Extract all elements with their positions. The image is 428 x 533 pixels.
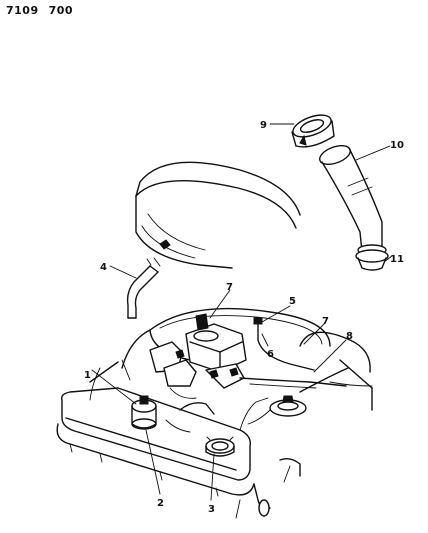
callout-1: 1 bbox=[84, 370, 91, 381]
oil-filler-cap-part-9 bbox=[291, 114, 335, 148]
valve-cover bbox=[56, 387, 271, 517]
callout-4: 4 bbox=[100, 262, 107, 273]
oil-filler-cap-part-3 bbox=[205, 436, 235, 457]
callout-10: 10 bbox=[390, 140, 404, 151]
air-cleaner-housing bbox=[135, 161, 301, 269]
callout-labels: 1 2 3 4 5 6 7 7 8 9 10 11 bbox=[84, 120, 404, 515]
oil-filler-tube-part-10 bbox=[319, 145, 383, 253]
callout-6: 6 bbox=[267, 349, 274, 360]
carburetor bbox=[149, 313, 247, 399]
pcv-valve-part-1 bbox=[131, 395, 157, 430]
callout-11: 11 bbox=[390, 254, 404, 265]
pcv-hose-part-4 bbox=[126, 257, 161, 319]
document-code-part-1: 7109 bbox=[6, 4, 39, 17]
pcv-valve-part-5 bbox=[253, 317, 263, 325]
vacuum-hoses bbox=[239, 317, 349, 393]
callout-7b: 7 bbox=[322, 316, 329, 327]
callout-9: 9 bbox=[260, 120, 267, 131]
leader-lines bbox=[91, 123, 393, 501]
callout-5: 5 bbox=[289, 296, 296, 307]
callout-2: 2 bbox=[157, 498, 164, 509]
callout-7a: 7 bbox=[226, 282, 233, 293]
pcv-inlet-fitting bbox=[159, 239, 171, 250]
breather-part-8 bbox=[247, 395, 307, 425]
callout-3: 3 bbox=[208, 504, 215, 515]
document-code: 7109 700 bbox=[6, 4, 73, 17]
callout-8: 8 bbox=[346, 331, 353, 342]
grommet-part-11 bbox=[355, 244, 389, 271]
document-code-part-2: 700 bbox=[48, 4, 74, 17]
engine-block-lines bbox=[89, 359, 301, 519]
